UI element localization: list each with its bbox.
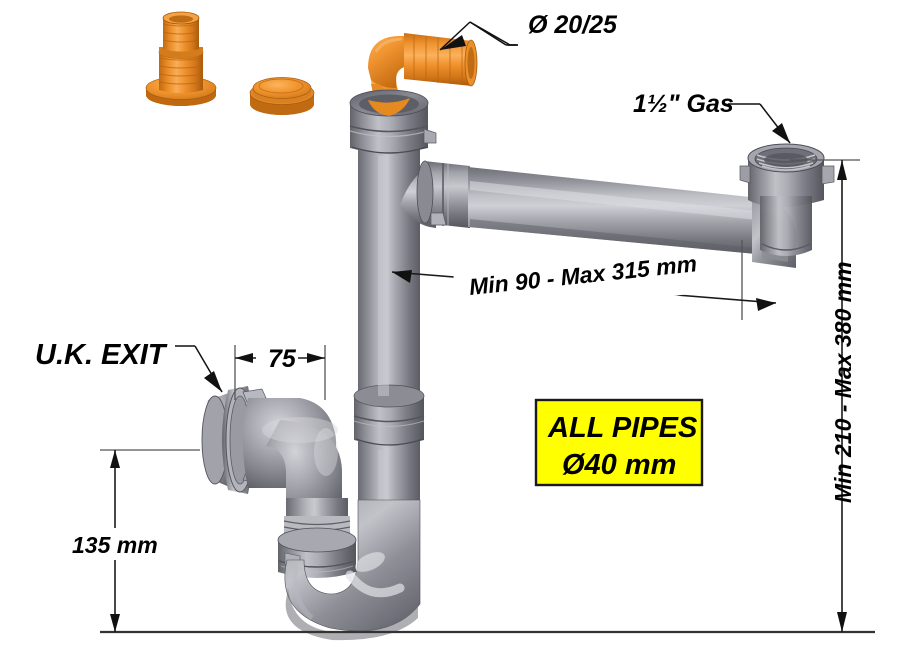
part-p-trap-bend [284, 499, 421, 641]
note-box-rect [534, 398, 704, 487]
callout-uk-exit-label: U.K. EXIT [35, 339, 168, 371]
callout-gas-thread-size: 1½" Gas [633, 90, 791, 144]
dimension-min210-max380-label: Min 210 - Max 380 mm [830, 261, 856, 503]
dimension-overall-height: Min 210 - Max 380 mm [790, 159, 860, 632]
note-box-line2: Ø40 mm [562, 449, 676, 481]
callout-uk-exit: U.K. EXIT [35, 339, 223, 393]
callout-diameter-2025-label: Ø 20/25 [528, 11, 618, 39]
dimension-trap-outlet-height: 135 mm [62, 449, 200, 632]
dimension-135mm-label: 135 mm [72, 532, 158, 558]
note-box-line1: ALL PIPES [547, 412, 698, 444]
callout-gas-thread-label: 1½" Gas [633, 90, 734, 118]
callout-hose-connector-diameter: Ø 20/25 [439, 11, 618, 51]
part-blanking-cap [249, 77, 315, 115]
part-uk-exit-elbow [201, 386, 357, 578]
part-hose-barb-adapter [145, 11, 217, 106]
dimension-horizontal-pipe-length: Min 90 - Max 315 mm [391, 240, 777, 320]
part-threaded-socket [739, 143, 835, 256]
dimension-elbow-offset: 75 [234, 342, 326, 400]
dimension-75-label: 75 [268, 345, 297, 373]
note-box-all-pipes: ALL PIPES Ø40 mm [534, 398, 704, 487]
